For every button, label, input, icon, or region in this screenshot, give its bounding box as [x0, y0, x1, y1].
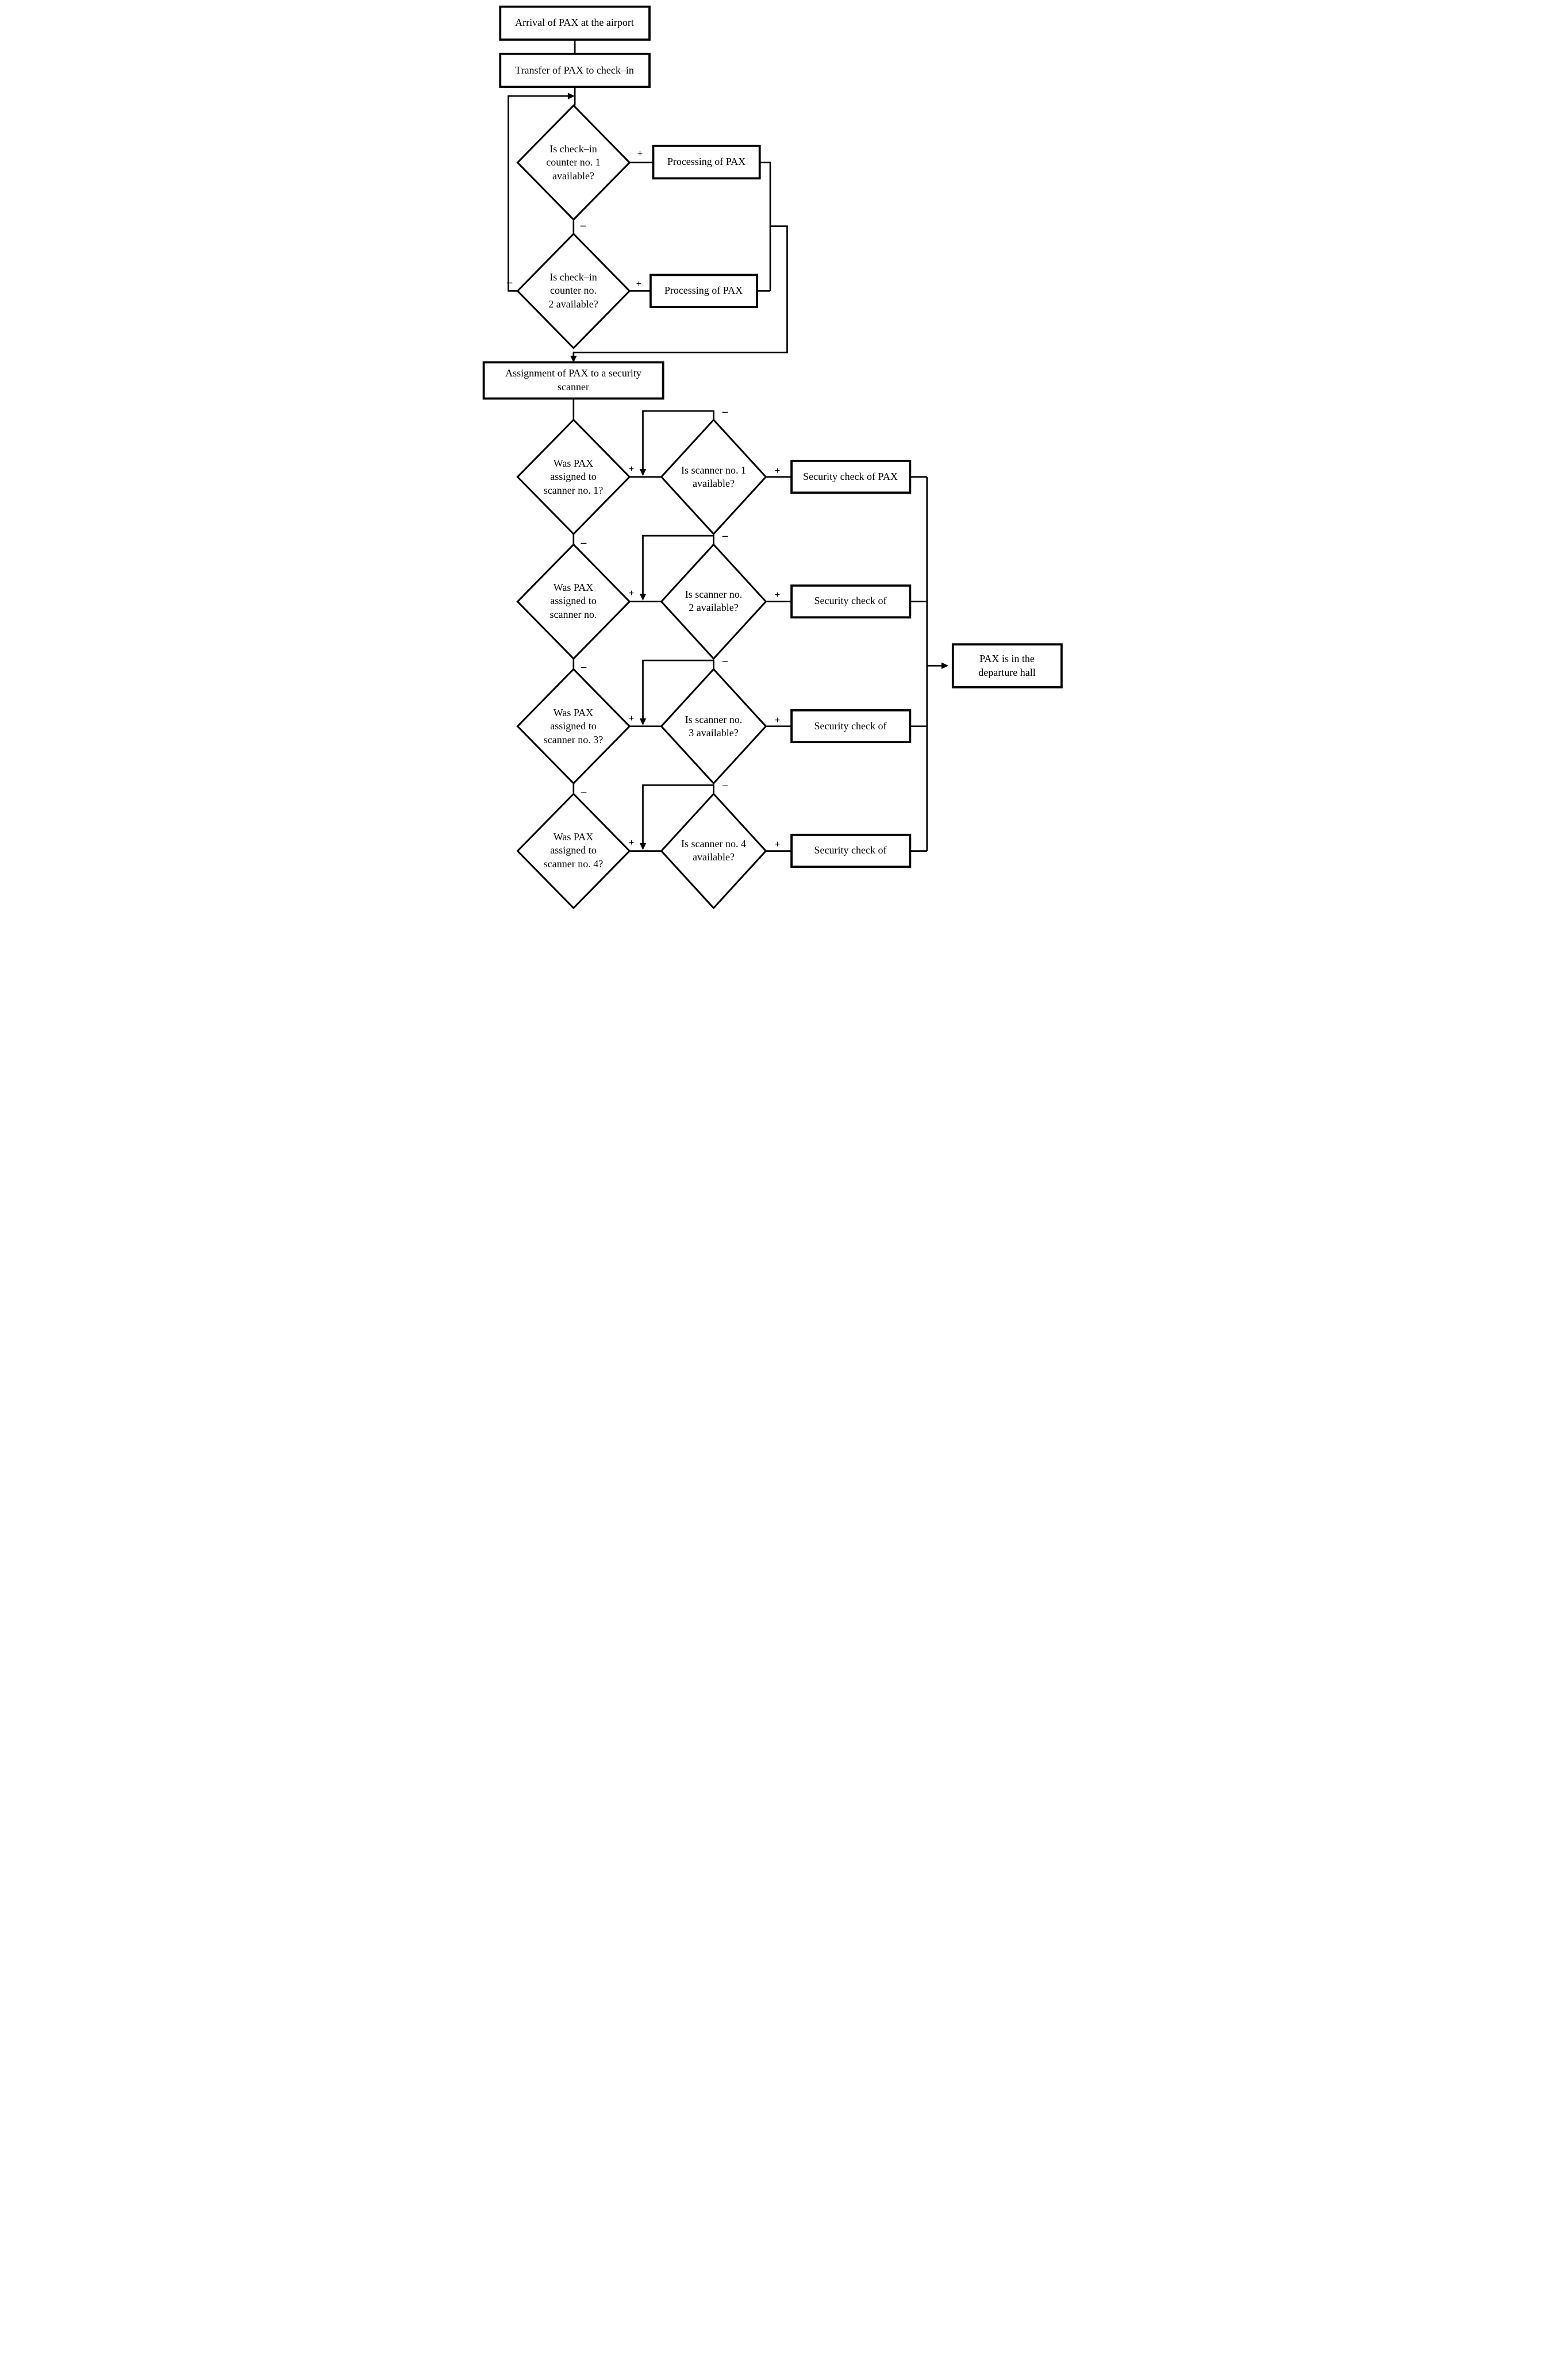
row2-plus-left-label: +	[628, 587, 635, 598]
transfer-label: Transfer of PAX to check–in	[515, 64, 634, 76]
edge-checkin2-loopback	[507, 95, 570, 292]
row1-security-label: Security check of PAX	[803, 471, 898, 483]
row2-plus-right-label: +	[774, 589, 781, 600]
decision-row1-assigned-shape	[516, 418, 631, 536]
row3-minus-down-label: –	[581, 786, 587, 798]
row2-security-label: Security check of	[814, 595, 887, 607]
arrival-label: Arrival of PAX at the airport	[515, 17, 634, 29]
row3-security-label: Security check of	[814, 720, 887, 732]
checkin1-plus-label: +	[637, 148, 643, 159]
arrival-box	[498, 5, 651, 41]
arrowhead-row3-loop	[639, 718, 646, 726]
arrowhead-row2-loop	[639, 593, 646, 601]
departure-label: PAX is in the departure hall	[978, 653, 1036, 678]
row1-plus-right-label: +	[774, 465, 781, 476]
edge-processing1-out	[759, 162, 771, 291]
processing2-label: Processing of PAX	[664, 284, 743, 297]
decision-checkin2-label: Is check–in counter no. 2 available?	[548, 271, 598, 310]
decision-row3-assigned-shape	[516, 668, 631, 785]
row4-available-label: Is scanner no. 4 available?	[681, 837, 746, 863]
decision-row2-assigned-shape	[516, 543, 631, 660]
checkin2-plus-label: +	[636, 278, 642, 289]
processing1-box	[652, 144, 761, 180]
row1-available-label: Is scanner no. 1 available?	[681, 464, 746, 489]
row4-loop-minus-label: –	[722, 779, 728, 791]
processing2-box	[649, 274, 758, 309]
row4-plus-left-label: +	[628, 837, 635, 848]
arrowhead-assignment	[570, 355, 577, 363]
row2-loop-minus-label: –	[722, 530, 728, 542]
row1-plus-left-label: +	[628, 463, 635, 474]
transfer-box	[498, 52, 651, 88]
row2-available-label: Is scanner no. 2 available?	[685, 588, 743, 613]
row3-loop-minus-label: –	[722, 655, 728, 667]
arrowhead-row1-loop	[639, 469, 646, 476]
edge-row4-loop	[641, 784, 714, 847]
checkin1-minus-label: –	[580, 220, 586, 232]
assignment-label: Assignment of PAX to a security scanner	[505, 367, 641, 393]
row2-minus-down-label: –	[581, 661, 587, 673]
arrowhead-loopback	[567, 93, 575, 99]
edge-row2-loop	[641, 535, 714, 597]
row4-assigned-label: Was PAX assigned to scanner no. 4?	[543, 831, 604, 870]
security3-box	[790, 709, 911, 744]
edge-row3-loop	[641, 659, 714, 722]
row1-minus-down-label: –	[581, 537, 587, 549]
flowchart-diagram	[482, 5, 1063, 909]
row3-assigned-label: Was PAX assigned to scanner no. 3?	[543, 707, 604, 745]
row4-security-label: Security check of	[814, 844, 887, 856]
decision-row3-available-shape	[660, 668, 767, 785]
arrowhead-departure	[941, 662, 948, 669]
row3-available-label: Is scanner no. 3 available?	[685, 713, 743, 739]
decision-checkin1-shape	[516, 104, 631, 221]
decision-row4-assigned-shape	[516, 793, 631, 909]
edge-to-assignment	[572, 225, 788, 360]
airport-pax-flowchart: Arrival of PAX at the airport Transfer o…	[476, 0, 1065, 909]
decision-checkin1-label: Is check–in counter no. 1 available?	[546, 143, 601, 182]
arrowhead-row4-loop	[639, 843, 646, 851]
decision-checkin2-shape	[516, 232, 631, 349]
row1-loop-minus-label: –	[722, 406, 728, 418]
processing1-label: Processing of PAX	[667, 156, 746, 168]
edge-row1-loop	[641, 410, 714, 472]
decision-row1-available-shape	[660, 418, 767, 536]
security2-box	[790, 584, 911, 619]
decision-row2-available-shape	[660, 543, 767, 660]
departure-box	[951, 643, 1063, 689]
row3-plus-left-label: +	[628, 713, 635, 724]
row3-plus-right-label: +	[774, 714, 781, 725]
row4-plus-right-label: +	[774, 839, 781, 849]
row2-assigned-label: Was PAX assigned to scanner no.	[549, 582, 597, 620]
decision-row4-available-shape	[660, 793, 767, 909]
checkin2-minus-label: –	[506, 276, 513, 289]
assignment-box	[482, 361, 664, 400]
security4-box	[790, 833, 911, 868]
security1-box	[790, 459, 911, 494]
row1-assigned-label: Was PAX assigned to scanner no. 1?	[543, 457, 604, 496]
